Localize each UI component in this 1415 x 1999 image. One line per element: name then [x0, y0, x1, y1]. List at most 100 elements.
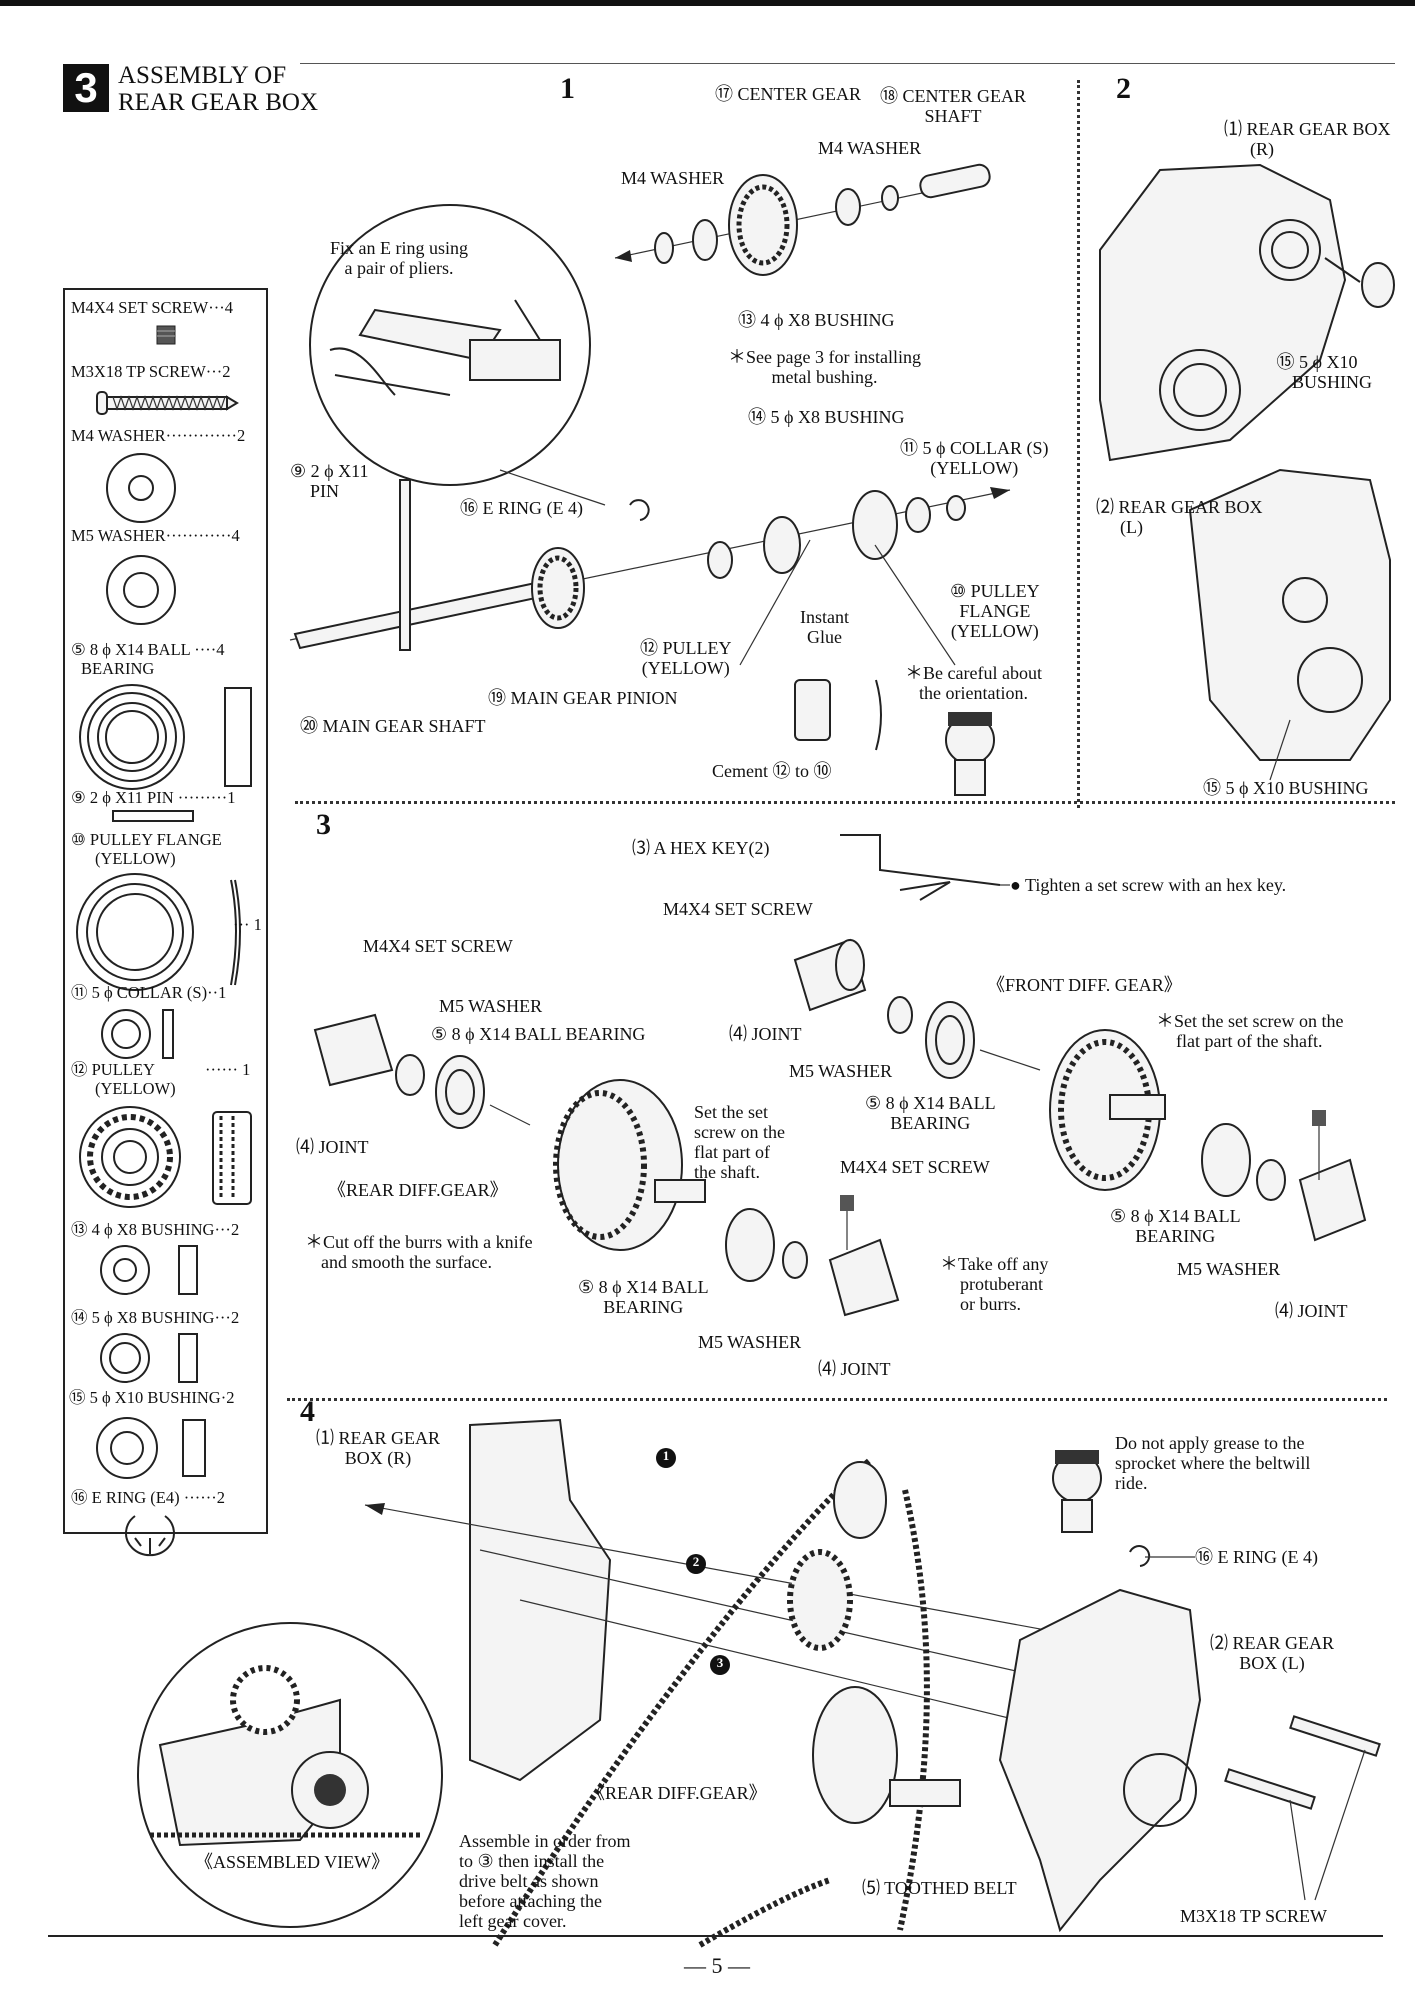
top-rule [0, 0, 1415, 6]
rear-gear-box-r-step4 [469, 1418, 612, 1782]
step-number-3: 3 [316, 808, 331, 841]
label-collar: ⑪ 5 ϕ COLLAR (S)(YELLOW) [900, 438, 1049, 478]
parts-item-ball-bearing: ⑤ 8 ϕ X14 BALL ····4 BEARING [71, 640, 225, 678]
tp-screw-part-b [1289, 1715, 1381, 1757]
divider-step-4 [287, 1398, 1387, 1401]
bushing-5x10-part [1361, 262, 1395, 308]
footer-rule [48, 1935, 1383, 1937]
set-screw-part-bottom [840, 1195, 854, 1211]
set-screw-part-right [1312, 1110, 1326, 1126]
center-gear-step4 [787, 1549, 853, 1651]
bushing-part [692, 219, 718, 261]
label-m4x4-left: M4X4 SET SCREW [363, 936, 513, 956]
order-marker-1 [656, 1448, 676, 1468]
mascot-icon [945, 712, 995, 796]
label-m5-washer-bottom: M5 WASHER [698, 1332, 802, 1352]
pulley-flange-part [852, 490, 898, 560]
pinion-part-step4 [833, 1461, 887, 1539]
step-number-1: 1 [560, 72, 575, 105]
arrow-right-icon [990, 487, 1010, 499]
bushing-5x10-icon [96, 1417, 206, 1479]
label-rear-diff-gear-step4: 《REAR DIFF.GEAR》 [587, 1783, 767, 1803]
callout-circle-pliers [309, 204, 591, 486]
pulley-qty: ······ 1 [205, 1060, 251, 1079]
label-m5-washer-left: M5 WASHER [439, 996, 543, 1016]
pliers-icon [358, 308, 502, 362]
m4-washer-part [654, 232, 674, 264]
label-rear-gear-box-r: ⑴ REAR GEAR BOX(R) [1224, 119, 1391, 159]
divider-vertical-step-1-2 [1077, 80, 1080, 808]
header-rule [300, 63, 1395, 64]
section-title-line-1: ASSEMBLY OF [118, 62, 287, 89]
label-cement: Cement ⑫ to ⑩ [712, 761, 832, 781]
label-pulley: ⑫ PULLEY(YELLOW) [640, 638, 732, 678]
parts-item-m5-washer: M5 WASHER············4 [71, 526, 240, 545]
label-joint-left: ⑷ JOINT [296, 1137, 369, 1157]
tp-screw-part-a [1224, 1768, 1316, 1810]
pulley-flange-icon [76, 873, 241, 991]
joint-part-bottom [828, 1238, 900, 1317]
label-center-gear: ⑰ CENTER GEAR [715, 84, 861, 104]
collar-icon [101, 1009, 174, 1059]
e-ring-icon [125, 1515, 175, 1557]
bushing-4x8-icon [100, 1245, 198, 1295]
bushing-5x8-icon [100, 1333, 198, 1383]
label-bushing-5x10-bottom: ⑮ 5 ϕ X10 BUSHING [1203, 778, 1369, 798]
label-m5-washer-right: M5 WASHER [1177, 1259, 1281, 1279]
arrow-left-icon [615, 250, 632, 262]
label-toothed-belt: ⑸ TOOTHED BELT [862, 1878, 1017, 1898]
divider-step-3 [295, 801, 1395, 804]
parts-item-pin: ⑨ 2 ϕ X11 PIN ·········1 [71, 788, 236, 807]
label-m4-washer-left: M4 WASHER [621, 168, 725, 188]
set-screw-icon [156, 325, 176, 345]
label-m3x18-tp-screw: M3X18 TP SCREW [1180, 1906, 1328, 1926]
step-number-2: 2 [1116, 72, 1131, 105]
section-title-line-2: REAR GEAR BOX [118, 89, 319, 116]
order-marker-2 [686, 1554, 706, 1574]
label-ball-bearing-left: ⑤ 8 ϕ X14 BALL BEARING [431, 1024, 646, 1044]
main-gear-pinion-part [531, 547, 585, 629]
m4-washer-icon [106, 453, 176, 523]
label-joint-right: ⑷ JOINT [1275, 1301, 1348, 1321]
label-rear-diff-gear: 《REAR DIFF.GEAR》 [328, 1180, 508, 1200]
parts-item-pulley: ⑫ PULLEY (YELLOW) [71, 1060, 176, 1098]
parts-item-m3x18-tp-screw: M3X18 TP SCREW···2 [71, 362, 231, 381]
label-joint-bottom: ⑷ JOINT [818, 1359, 891, 1379]
mascot-icon-step4 [1052, 1450, 1102, 1533]
label-rear-gear-box-l: ⑵ REAR GEAR BOX(L) [1096, 497, 1263, 537]
label-bushing-4x8: ⑬ 4 ϕ X8 BUSHING [738, 310, 895, 330]
parts-item-m4x4-set-screw: M4X4 SET SCREW···4 [71, 298, 233, 317]
parts-item-m4-washer: M4 WASHER·············2 [71, 426, 246, 445]
tp-screw-icon [96, 391, 239, 415]
assembled-view-circle [137, 1622, 443, 1928]
joint-part-left [313, 1013, 394, 1087]
e-ring-step4 [1129, 1545, 1151, 1567]
pulley-icon [79, 1106, 252, 1208]
pulley-part [763, 516, 801, 574]
label-e-ring-step4: ⑯ E RING (E 4) [1195, 1547, 1318, 1567]
m5-washer-icon [106, 555, 176, 625]
pin-icon [112, 810, 194, 822]
joint-part-right [1298, 1158, 1367, 1242]
label-m4x4-top: M4X4 SET SCREW [663, 899, 813, 919]
label-m5-washer-mid: M5 WASHER [789, 1061, 893, 1081]
hex-key-part [840, 834, 1001, 886]
label-front-diff-gear: 《FRONT DIFF. GEAR》 [987, 975, 1182, 995]
